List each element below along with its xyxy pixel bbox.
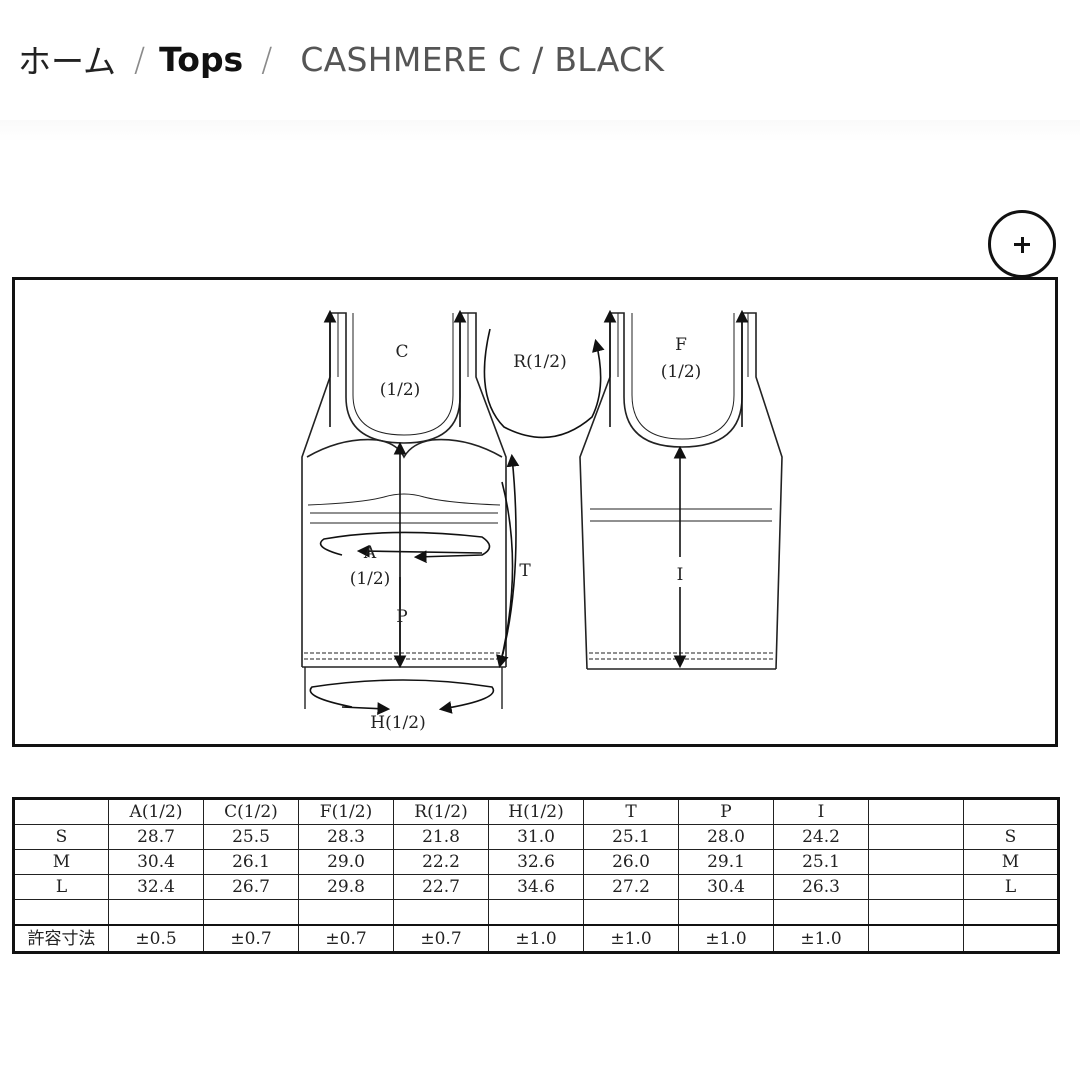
table-cell: 28.3 bbox=[298, 824, 394, 850]
table-cell bbox=[298, 899, 394, 926]
table-row: S 28.7 25.5 28.3 21.8 31.0 25.1 28.0 24.… bbox=[13, 824, 1059, 850]
table-cell: ±1.0 bbox=[678, 924, 774, 953]
table-cell: 34.6 bbox=[488, 874, 584, 900]
size-table: A(1/2) C(1/2) F(1/2) R(1/2) H(1/2) T P I… bbox=[12, 797, 1060, 954]
table-row: L 32.4 26.7 29.8 22.7 34.6 27.2 30.4 26.… bbox=[13, 874, 1059, 900]
column-header: I bbox=[773, 798, 869, 825]
table-cell: 29.1 bbox=[678, 849, 774, 875]
breadcrumb-separator: / bbox=[134, 39, 146, 79]
table-cell: 27.2 bbox=[583, 874, 679, 900]
label-a-half: (1/2) bbox=[350, 569, 391, 589]
table-cell: 26.1 bbox=[203, 849, 299, 875]
table-cell: 22.7 bbox=[393, 874, 489, 900]
front-measure-arrows bbox=[309, 309, 605, 715]
table-cell: ±1.0 bbox=[773, 924, 869, 953]
row-label-end: S bbox=[963, 824, 1059, 850]
column-header: H(1/2) bbox=[488, 798, 584, 825]
label-p: P bbox=[396, 607, 407, 627]
label-r: R(1/2) bbox=[513, 352, 566, 372]
table-cell bbox=[583, 899, 679, 926]
table-cell bbox=[868, 824, 964, 850]
label-t: T bbox=[519, 561, 531, 581]
table-cell bbox=[773, 899, 869, 926]
tolerance-row: 許容寸法 ±0.5 ±0.7 ±0.7 ±0.7 ±1.0 ±1.0 ±1.0 … bbox=[13, 924, 1059, 953]
label-h: H(1/2) bbox=[370, 713, 425, 733]
table-cell: 25.1 bbox=[583, 824, 679, 850]
table-cell bbox=[488, 899, 584, 926]
table-cell: ±0.5 bbox=[108, 924, 204, 953]
label-f: F bbox=[675, 335, 687, 355]
column-header bbox=[13, 798, 109, 825]
tolerance-label: 許容寸法 bbox=[13, 924, 109, 953]
table-cell: ±1.0 bbox=[488, 924, 584, 953]
size-diagram: C (1/2) R(1/2) F (1/2) A (1/2) P T I H(1… bbox=[12, 277, 1058, 747]
label-f-half: (1/2) bbox=[661, 362, 702, 382]
table-cell bbox=[868, 924, 964, 953]
table-cell: 26.7 bbox=[203, 874, 299, 900]
table-cell bbox=[868, 899, 964, 926]
table-cell: 22.2 bbox=[393, 849, 489, 875]
table-cell bbox=[393, 899, 489, 926]
row-label bbox=[13, 899, 109, 926]
row-label-end: L bbox=[963, 874, 1059, 900]
table-cell: 31.0 bbox=[488, 824, 584, 850]
garment-diagram-svg: C (1/2) R(1/2) F (1/2) A (1/2) P T I H(1… bbox=[12, 277, 1058, 747]
table-cell: ±1.0 bbox=[583, 924, 679, 953]
table-cell: 26.0 bbox=[583, 849, 679, 875]
column-header: R(1/2) bbox=[393, 798, 489, 825]
label-a: A bbox=[363, 543, 377, 563]
column-header: A(1/2) bbox=[108, 798, 204, 825]
column-header: T bbox=[583, 798, 679, 825]
table-cell: 30.4 bbox=[678, 874, 774, 900]
row-label-end bbox=[963, 924, 1059, 953]
table-cell: 25.1 bbox=[773, 849, 869, 875]
table-cell: 25.5 bbox=[203, 824, 299, 850]
table-row: M 30.4 26.1 29.0 22.2 32.6 26.0 29.1 25.… bbox=[13, 849, 1059, 875]
table-cell: ±0.7 bbox=[393, 924, 489, 953]
label-c: C bbox=[395, 342, 408, 362]
diagram-frame bbox=[12, 277, 1058, 747]
table-cell: 21.8 bbox=[393, 824, 489, 850]
table-cell: ±0.7 bbox=[298, 924, 394, 953]
table-cell bbox=[868, 874, 964, 900]
table-header-row: A(1/2) C(1/2) F(1/2) R(1/2) H(1/2) T P I bbox=[13, 798, 1059, 825]
row-label-end: M bbox=[963, 849, 1059, 875]
column-header bbox=[963, 798, 1059, 825]
back-measure-arrows bbox=[603, 309, 749, 669]
label-i: I bbox=[677, 565, 684, 585]
table-row bbox=[13, 899, 1059, 926]
zoom-button[interactable] bbox=[988, 210, 1056, 278]
table-cell: 26.3 bbox=[773, 874, 869, 900]
table-cell: 28.7 bbox=[108, 824, 204, 850]
breadcrumb-home-link[interactable]: ホーム bbox=[18, 42, 117, 81]
table-cell: 29.0 bbox=[298, 849, 394, 875]
breadcrumb-separator: / bbox=[261, 39, 273, 79]
table-cell bbox=[868, 849, 964, 875]
column-header bbox=[868, 798, 964, 825]
table-cell: 32.6 bbox=[488, 849, 584, 875]
label-c-half: (1/2) bbox=[380, 380, 421, 400]
row-label: S bbox=[13, 824, 109, 850]
column-header: C(1/2) bbox=[203, 798, 299, 825]
breadcrumb-current-page: CASHMERE C / BLACK bbox=[300, 39, 665, 79]
table-cell bbox=[108, 899, 204, 926]
breadcrumb-category-link[interactable]: Tops bbox=[159, 39, 244, 79]
table-cell: ±0.7 bbox=[203, 924, 299, 953]
row-label: L bbox=[13, 874, 109, 900]
table-cell bbox=[203, 899, 299, 926]
table-cell: 29.8 bbox=[298, 874, 394, 900]
table-cell: 30.4 bbox=[108, 849, 204, 875]
table-cell: 32.4 bbox=[108, 874, 204, 900]
row-label: M bbox=[13, 849, 109, 875]
table-cell: 28.0 bbox=[678, 824, 774, 850]
column-header: F(1/2) bbox=[298, 798, 394, 825]
table-cell: 24.2 bbox=[773, 824, 869, 850]
row-label-end bbox=[963, 899, 1059, 926]
table-cell bbox=[678, 899, 774, 926]
breadcrumb: ホーム / Tops / CASHMERE C / BLACK bbox=[18, 36, 664, 82]
column-header: P bbox=[678, 798, 774, 825]
header-divider bbox=[0, 120, 1080, 142]
